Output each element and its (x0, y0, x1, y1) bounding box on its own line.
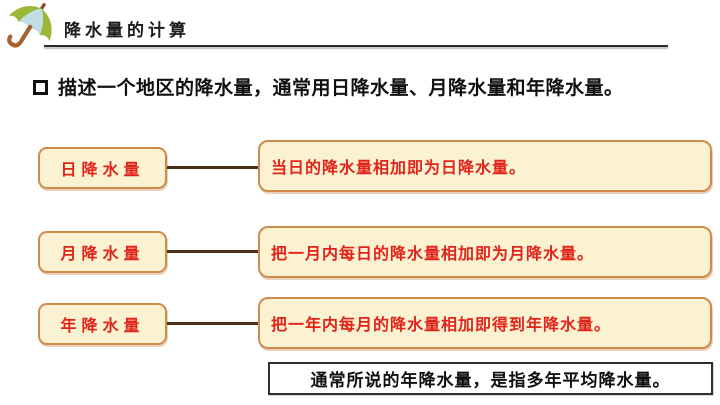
connector-line (167, 322, 260, 325)
definition-box-monthly: 把一月内每日的降水量相加即为月降水量。 (258, 226, 712, 278)
note-box: 通常所说的年降水量，是指多年平均降水量。 (268, 362, 713, 395)
definition-box-annual: 把一年内每月的降水量相加即得到年降水量。 (258, 297, 712, 349)
definition-box-daily: 当日的降水量相加即为日降水量。 (258, 140, 712, 192)
connector-line (167, 250, 260, 253)
page-title: 降水量的计算 (64, 21, 190, 40)
square-bullet-icon (33, 80, 48, 95)
term-box-annual: 年降水量 (38, 303, 167, 345)
title-underline (44, 45, 668, 47)
term-box-monthly: 月降水量 (38, 231, 167, 273)
umbrella-icon (7, 3, 52, 48)
intro-text: 描述一个地区的降水量，通常用日降水量、月降水量和年降水量。 (58, 78, 624, 99)
connector-line (167, 166, 260, 169)
term-box-daily: 日降水量 (38, 147, 167, 189)
